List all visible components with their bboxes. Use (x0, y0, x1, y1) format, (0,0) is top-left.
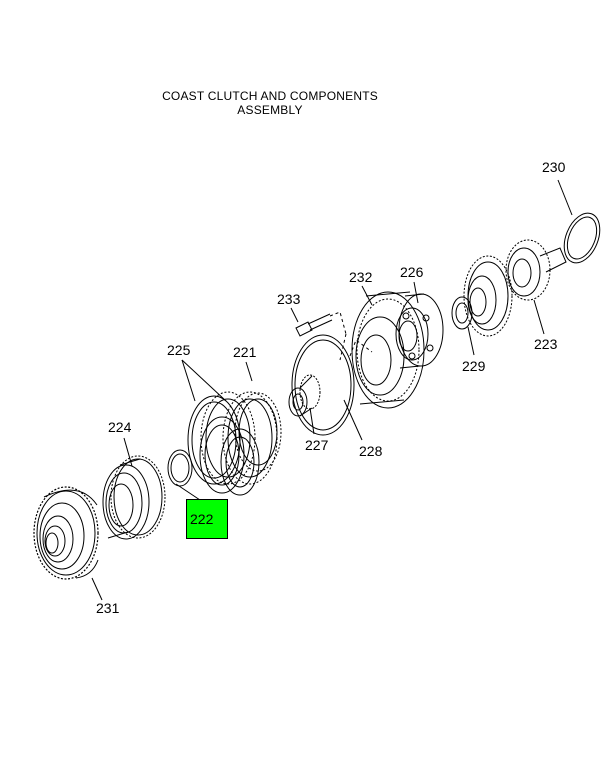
part-224-drum (102, 455, 166, 540)
callout-225[interactable]: 225 (167, 342, 191, 358)
leader-225a (181, 359, 196, 402)
leader-232 (361, 285, 373, 306)
callout-230[interactable]: 230 (542, 159, 566, 175)
bolt-guide-lines (329, 311, 373, 361)
callout-229[interactable]: 229 (462, 358, 486, 374)
callout-223[interactable]: 223 (534, 336, 558, 352)
part-228-snap-ring (291, 334, 355, 436)
callout-226[interactable]: 226 (400, 264, 424, 280)
leader-226 (413, 281, 419, 304)
diagram-title-line-1: COAST CLUTCH AND COMPONENTS (162, 89, 378, 103)
part-222-snap-ring (167, 449, 193, 487)
callout-221[interactable]: 221 (233, 344, 257, 360)
callout-228[interactable]: 228 (359, 443, 383, 459)
leader-230 (557, 179, 573, 216)
leader-228 (343, 399, 363, 441)
part-231-gear (33, 486, 99, 580)
leader-223 (533, 299, 545, 335)
part-223-gear (463, 255, 513, 337)
leader-227 (309, 407, 315, 435)
part-229-washer (451, 296, 473, 330)
callout-222[interactable]: 222 (190, 511, 214, 527)
part-221-clutch-plates (220, 391, 282, 496)
part-226-carrier (395, 293, 444, 369)
callout-233[interactable]: 233 (277, 291, 301, 307)
part-233-bolt (295, 313, 333, 337)
callout-222-highlight[interactable] (186, 499, 228, 539)
callout-227[interactable]: 227 (305, 437, 329, 453)
leader-lines (91, 179, 573, 601)
part-225-clutch-plates (187, 391, 256, 494)
diagram-title-line-2: ASSEMBLY (237, 103, 303, 117)
part-230-seal-ring (563, 212, 601, 264)
callout-231[interactable]: 231 (96, 600, 120, 616)
part-232-housing (351, 291, 425, 409)
part-shaft-gear (505, 239, 567, 301)
leader-222 (175, 483, 201, 501)
leader-233 (290, 307, 299, 323)
callout-232[interactable]: 232 (349, 269, 373, 285)
leader-231 (91, 577, 103, 601)
callout-224[interactable]: 224 (108, 419, 132, 435)
leader-225b (181, 359, 227, 402)
part-227-hub (288, 374, 321, 417)
leader-224 (123, 437, 133, 467)
leader-229 (467, 326, 475, 356)
leader-221 (245, 361, 253, 382)
